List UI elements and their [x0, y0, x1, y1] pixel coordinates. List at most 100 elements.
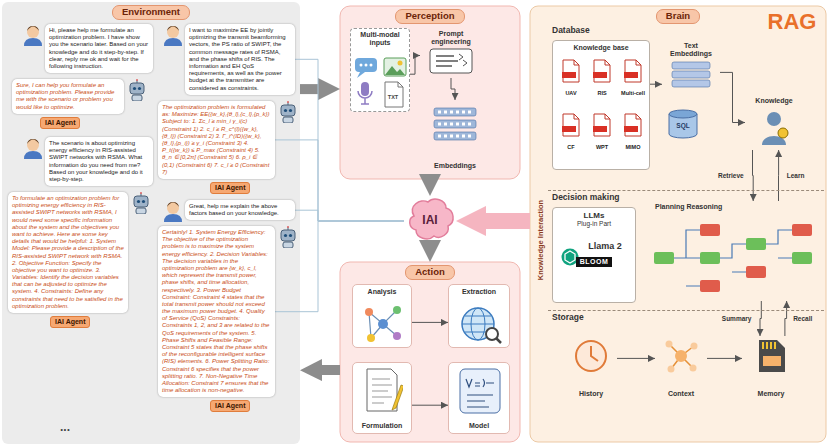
node-text: Prompt engineering [422, 30, 480, 46]
decoration [436, 56, 458, 66]
node-text: Knowledge base [573, 44, 628, 52]
decoration [466, 379, 494, 407]
arrow [720, 72, 745, 122]
decoration [393, 332, 401, 340]
storage-section: StorageHistoryContextMemory [548, 310, 824, 440]
decoration [136, 79, 138, 81]
node-text: Sure, I can help you formulate an optimi… [16, 82, 120, 111]
node-text: Llama 2 [588, 241, 622, 251]
brain-panel: BrainDatabaseKnowledge baseUAVRISMulti-c… [530, 6, 826, 442]
node-text: Text Embeddings [664, 42, 718, 58]
decoration [593, 126, 607, 132]
decoration [137, 80, 138, 83]
link-line [295, 210, 404, 221]
decoration [369, 310, 397, 338]
user-message: Hi, please help me formulate an optimiza… [45, 24, 153, 73]
flow-arrow [314, 365, 340, 375]
node-text: Storage [552, 313, 584, 323]
pdf-icon: RIS [588, 57, 616, 97]
interaction-label: Knowledge Interaction [537, 200, 545, 280]
robot-avatar [127, 79, 147, 101]
decoration [384, 58, 406, 76]
node-text: Environment [112, 5, 190, 20]
node-text: Database [552, 26, 590, 36]
decoration [576, 341, 606, 371]
arrow [752, 150, 754, 201]
decoration [393, 306, 401, 314]
decoration [700, 280, 720, 292]
node-icon [361, 302, 405, 346]
node-icon [593, 113, 611, 137]
edge-label: Retrieve [717, 172, 745, 179]
sql-cylinder-top [669, 110, 697, 118]
user-message: Great, help me explain the above factors… [185, 200, 295, 220]
decoration [281, 230, 295, 241]
decoration [289, 234, 292, 237]
node-text: Great, help me explain the above factors… [189, 203, 291, 217]
decoration [372, 379, 392, 403]
node-text: Multi-cell [621, 90, 645, 96]
perception-panel: PerceptionMulti-modal inputsPrompt engin… [340, 6, 520, 179]
agent-tag: IAI Agent [50, 316, 90, 328]
node-icon [670, 60, 712, 90]
node-text: The optimization problem is formulated a… [162, 104, 271, 176]
arrow [778, 150, 779, 201]
decoration [434, 108, 476, 140]
decoration [410, 199, 453, 239]
node-icon [663, 338, 699, 374]
node-text: UAV [565, 90, 576, 96]
arrow [412, 405, 448, 406]
decoration [283, 117, 293, 123]
decoration [134, 196, 148, 207]
decoration [360, 64, 363, 67]
node-text: I want to maximize EE by jointly optimiz… [189, 27, 291, 92]
node-icon [562, 113, 580, 137]
decoration [287, 226, 289, 228]
decoration [594, 60, 610, 82]
decoration [496, 338, 501, 343]
flow-arrow [425, 179, 435, 182]
pdf-icon: CF [557, 111, 585, 151]
decoration [746, 238, 766, 250]
node-text: Formulation [362, 422, 402, 430]
robot-avatar [278, 226, 298, 248]
decoration [167, 26, 179, 31]
node-icon [429, 48, 473, 74]
node-text: Decision making [552, 193, 620, 203]
decoration [563, 60, 579, 82]
knowledge-base: Knowledge baseUAVRISMulti-cellCFWPTMIMO [552, 40, 650, 170]
node-text: IAI Agent [215, 402, 245, 410]
agent-message: Sure, I can help you formulate an optimi… [12, 79, 124, 114]
decoration [142, 200, 145, 203]
decoration [27, 139, 39, 144]
decoration [763, 342, 775, 349]
user-avatar [163, 24, 183, 46]
action-panel: ActionAnalysisExtractionFormulationModel [340, 262, 520, 442]
node-icon [458, 367, 502, 415]
node-text: Context [668, 390, 694, 398]
action-ground [340, 262, 520, 442]
decoration [690, 365, 697, 372]
decoration [133, 87, 136, 90]
decoration [288, 102, 289, 105]
node-text: IAI [422, 214, 437, 228]
agent-message: The optimization problem is formulated a… [158, 101, 275, 179]
decoration [700, 252, 720, 264]
node-text: The scenario is about optimizing energy … [49, 140, 149, 183]
file-type: TXT [388, 94, 398, 100]
brain-ground [530, 6, 826, 442]
decoration [459, 54, 467, 66]
decoration [284, 109, 287, 112]
decoration [438, 112, 472, 136]
decoration [167, 202, 179, 207]
node-icon [562, 59, 580, 83]
decoration [605, 60, 610, 65]
decoration [385, 66, 405, 75]
decoration [654, 252, 674, 264]
pdf-icon: Multi-cell [619, 57, 647, 97]
decoration [365, 308, 373, 316]
decoration [378, 319, 388, 329]
decoration [668, 366, 675, 373]
